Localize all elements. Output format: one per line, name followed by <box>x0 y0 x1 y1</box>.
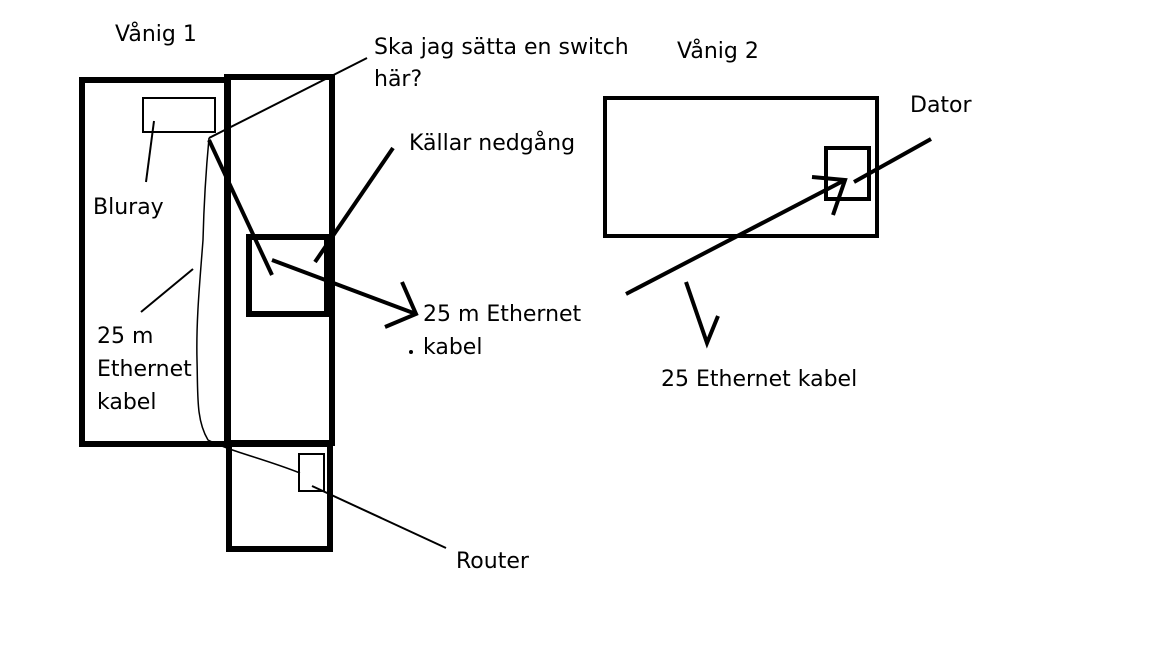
floor2-cable-arrow-head <box>811 175 848 216</box>
stray-dot <box>409 350 413 354</box>
cable-left-label-line1: 25 m <box>97 324 154 349</box>
cable-mid-label-line1: 25 m Ethernet <box>423 302 582 327</box>
bluray-device <box>142 97 216 133</box>
question-label-line2: här? <box>374 67 423 92</box>
basement-stairs-box <box>246 234 330 317</box>
basement-stairs-label: Källar nedgång <box>409 131 576 156</box>
stairs-arrow-shaft <box>271 258 417 316</box>
cable-left-pointer <box>140 268 194 313</box>
cable-mid-label-line2: kabel <box>423 335 483 360</box>
cable-right-label: 25 Ethernet kabel <box>661 367 858 392</box>
computer-device <box>824 146 871 201</box>
floor2-label: Vånig 2 <box>677 39 759 64</box>
ethernet-cable-left <box>196 137 301 474</box>
stairs-arrow-head <box>384 281 419 329</box>
bluray-pointer <box>145 120 155 183</box>
floor1-room-bottom <box>226 441 333 552</box>
router-pointer <box>311 485 447 549</box>
router-device <box>298 453 325 492</box>
router-label: Router <box>456 549 529 574</box>
floor2-cable-arrow-shaft <box>625 178 846 296</box>
cable-left-label-line3: kabel <box>97 390 157 415</box>
question-label-line1: Ska jag sätta en switch <box>374 35 629 60</box>
floor1-label: Vånig 1 <box>115 22 197 47</box>
computer-label: Dator <box>910 93 972 118</box>
floor2-down-arrow <box>684 281 720 349</box>
stairs-pointer <box>313 146 395 264</box>
bluray-label: Bluray <box>93 195 164 220</box>
cable-left-label-line2: Ethernet <box>97 357 192 382</box>
computer-pointer <box>853 137 932 184</box>
bluray-to-stairs-line <box>207 139 274 276</box>
question-pointer <box>208 57 368 139</box>
floor2-room <box>603 96 879 238</box>
